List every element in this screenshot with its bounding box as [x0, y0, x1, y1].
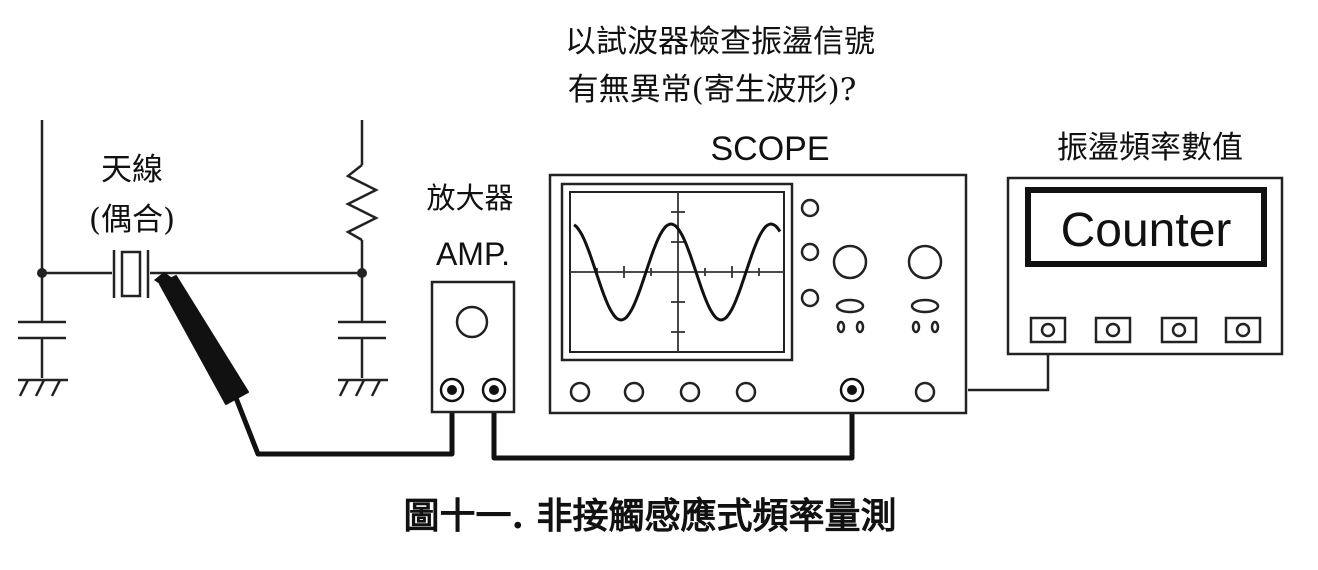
right-junction-node: [357, 268, 367, 278]
amp-to-scope-cable: [491, 396, 855, 461]
scope-side-button-1[interactable]: [800, 198, 820, 218]
right-ground-icon: [338, 378, 388, 397]
counter-display: [1025, 187, 1267, 267]
scope-knob-left[interactable]: [832, 244, 868, 280]
left-ground-icon: [18, 378, 68, 397]
left-junction-node: [37, 268, 47, 278]
amp-input-jack[interactable]: [439, 377, 465, 403]
probe-cable: [233, 396, 455, 457]
frequency-counter: Counter: [1006, 176, 1284, 356]
oscilloscope: [548, 173, 968, 415]
scope-bottom-button-6[interactable]: [914, 381, 936, 403]
counter-button-3[interactable]: [1160, 316, 1198, 344]
crystal-coupler-icon: [112, 250, 150, 298]
question-line-2: 有無異常(寄生波形)?: [568, 72, 857, 108]
counter-button-4[interactable]: [1224, 316, 1262, 344]
scope-graticule: [570, 192, 784, 352]
amplifier-box: [430, 280, 516, 414]
scope-side-button-3[interactable]: [800, 288, 820, 308]
counter-input-jack[interactable]: [1029, 316, 1067, 344]
scope-bottom-button-3[interactable]: [679, 381, 701, 403]
waveform-trace: [573, 222, 782, 322]
antenna-label: 天線: [101, 152, 163, 188]
scope-input-jack[interactable]: [839, 377, 865, 403]
scope-label: SCOPE: [710, 130, 829, 168]
scope-bottom-button-4[interactable]: [735, 381, 757, 403]
amp-label-cn: 放大器: [426, 181, 513, 215]
amp-output-jack[interactable]: [481, 377, 507, 403]
scope-knob-right[interactable]: [907, 244, 943, 280]
probe-icon: [154, 272, 249, 405]
figure-caption: 圖十一. 非接觸感應式頻率量測: [403, 495, 896, 537]
scope-switch-left[interactable]: [835, 298, 865, 334]
question-line-1: 以試波器檢查振盪信號: [565, 24, 875, 60]
counter-button-2[interactable]: [1094, 316, 1132, 344]
resistor-icon: [345, 164, 379, 242]
scope-switch-right[interactable]: [910, 298, 940, 334]
scope-side-button-2[interactable]: [800, 242, 820, 262]
counter-title: 振盪頻率數值: [1057, 130, 1243, 166]
scope-bottom-button-1[interactable]: [569, 381, 591, 403]
oscillator-circuit: [18, 120, 388, 397]
amp-gain-knob[interactable]: [455, 305, 489, 339]
counter-display-text: Counter: [1061, 204, 1232, 257]
scope-bottom-button-2[interactable]: [623, 381, 645, 403]
amp-label-en: AMP.: [436, 236, 510, 272]
coupling-label: (偶合): [89, 202, 175, 238]
